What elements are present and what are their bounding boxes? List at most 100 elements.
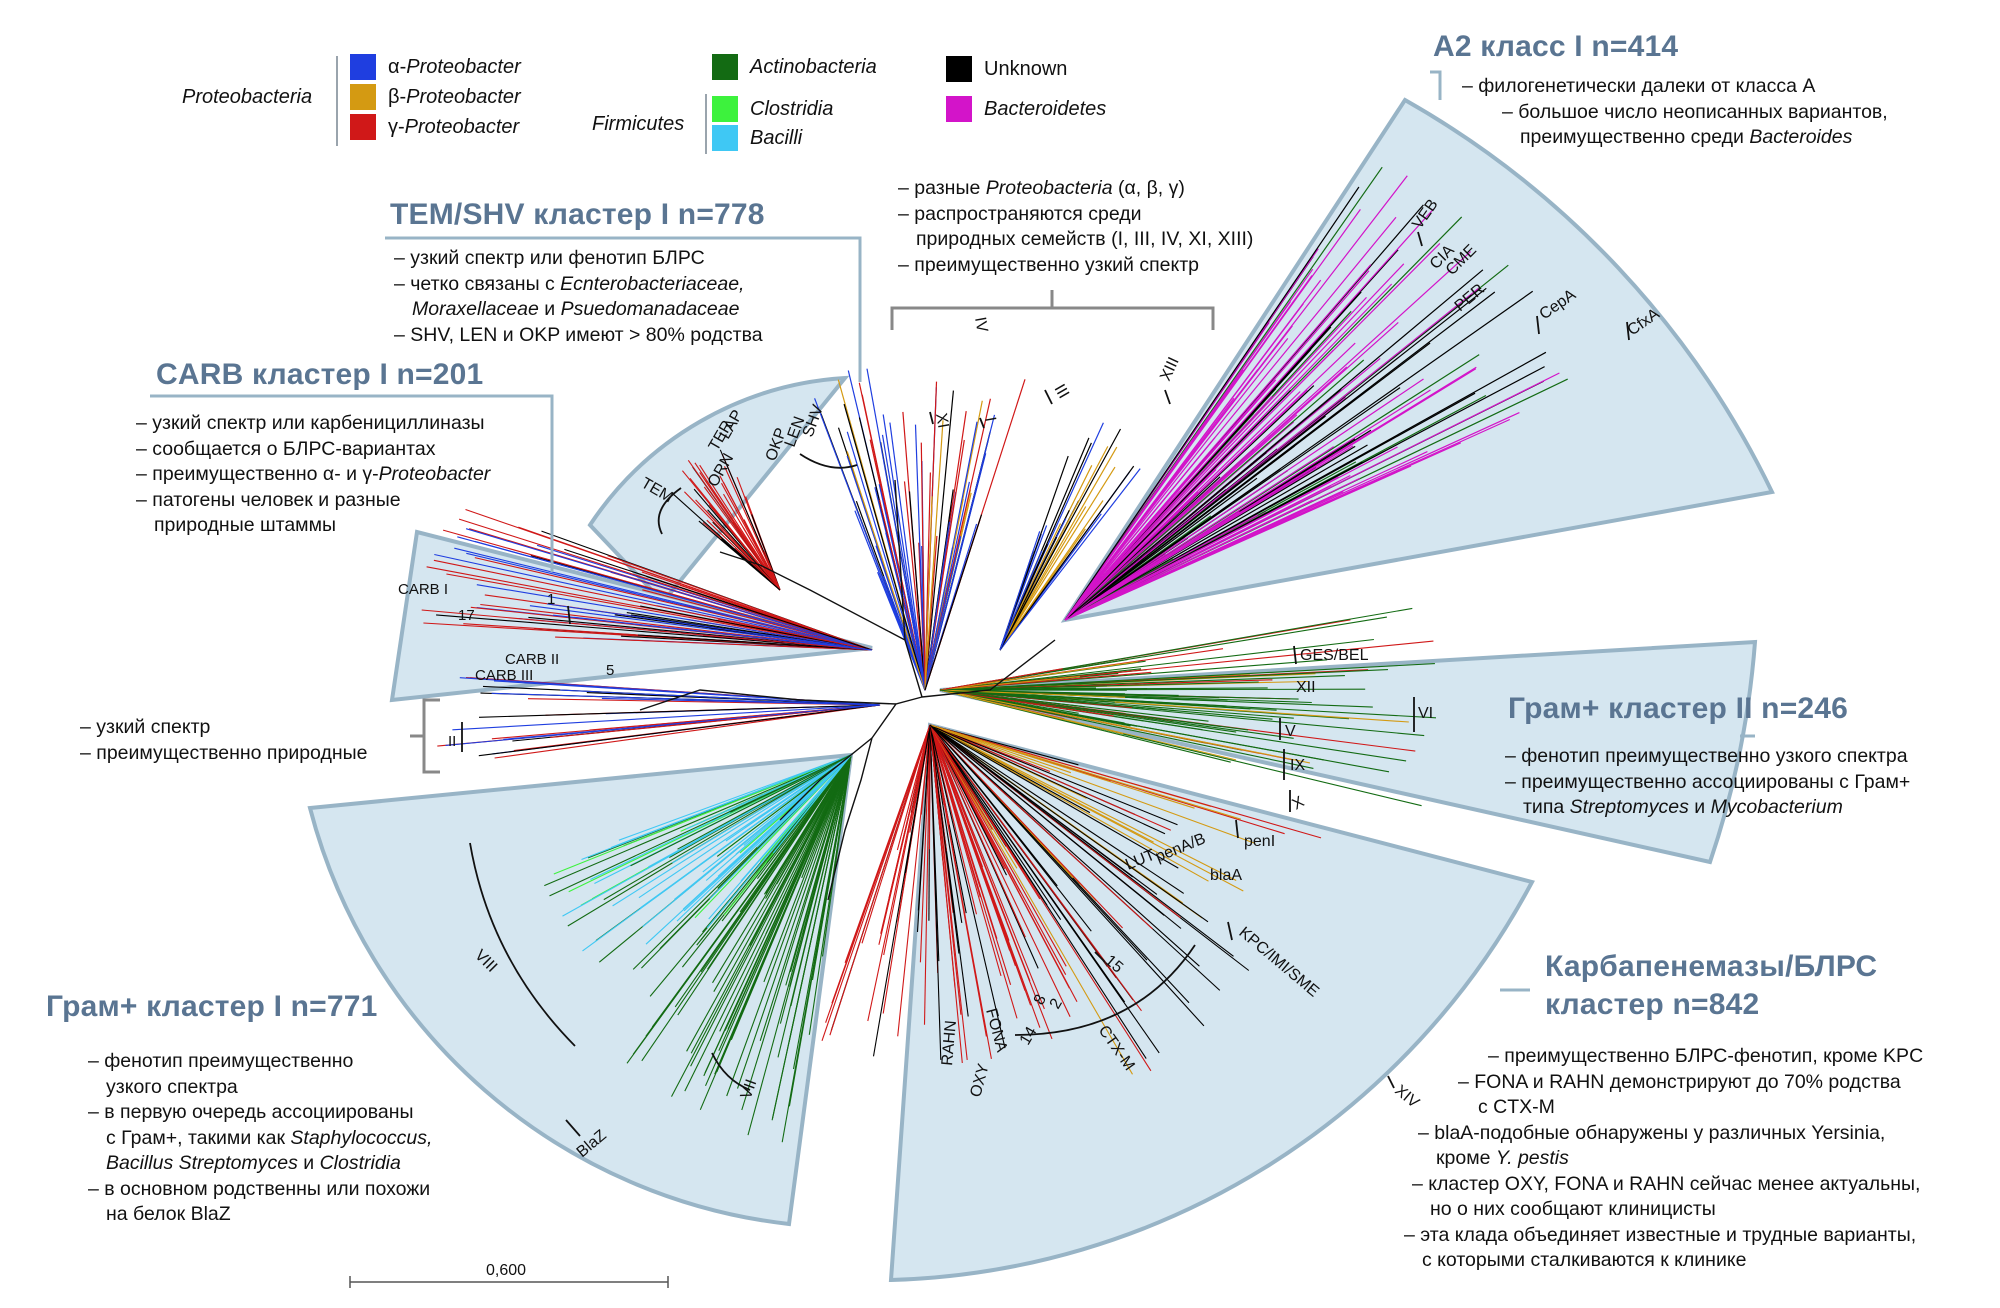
tree-branch (700, 754, 852, 973)
tree-branch (999, 466, 1116, 651)
tree-branch (939, 689, 1114, 717)
legend-bar-proteobacteria (336, 56, 338, 146)
tree-branch (1064, 391, 1301, 621)
tree-branch (466, 552, 873, 651)
tree-branch (929, 724, 1256, 845)
tree-branch (765, 754, 852, 894)
tree-branch (929, 724, 998, 939)
tree-branch (924, 536, 962, 691)
tree-branch (939, 676, 1080, 691)
legend-label-actinobacteria: Actinobacteria (750, 55, 877, 78)
carb-note-3: – преимущественно α- и γ-Proteobacter (136, 463, 491, 485)
tree-branch (1064, 378, 1424, 621)
carbapenem-cluster-title-1: Карбапенемазы/БЛРС (1545, 950, 1878, 983)
tree-branch (529, 605, 873, 651)
tree-branch (676, 754, 852, 922)
tree-branch (939, 689, 1126, 695)
tree-branch (699, 754, 852, 1111)
gram2-cluster-notes: – фенотип преимущественно узкого спектра… (1505, 744, 1910, 821)
tree-branch (939, 685, 1108, 691)
legend-swatch-beta (350, 84, 376, 110)
legend-clostridia: Clostridia (712, 96, 833, 122)
arc-viii (469, 842, 576, 1047)
label-5: 5 (606, 662, 614, 679)
label-1: 1 (547, 591, 555, 608)
tree-branch (929, 724, 1179, 869)
tree-branch (929, 724, 1160, 1054)
tree-branch (929, 724, 1045, 1010)
label-rahn: RAHN (939, 1020, 960, 1067)
tree-branch (1064, 445, 1354, 621)
tree-branch (928, 724, 931, 850)
tree-branch (939, 616, 1387, 691)
mark-15 (1094, 951, 1106, 963)
tree-branch (1064, 388, 1342, 621)
carbapenem-note-2: – FONA и RAHN демонстрируют до 70% родст… (1458, 1070, 1901, 1093)
backbone-tem (719, 551, 906, 641)
carbapenem-cluster-title-2: кластер n=842 (1545, 988, 1760, 1021)
tree-branch (939, 689, 1249, 731)
tree-branch (846, 451, 926, 691)
tree-branch (929, 724, 1322, 839)
legend-label-alpha: α-Proteobacter (388, 55, 521, 78)
carbapenem-note-1: – преимущественно БЛРС-фенотип, кроме KP… (1488, 1045, 1924, 1067)
label-carb-i: CARB I (398, 581, 448, 598)
legend-alpha: α-Proteobacter (350, 54, 521, 80)
tree-branch (646, 575, 873, 651)
tree-branch (478, 704, 881, 757)
a2-note-3: преимущественно среди Bacteroides (1520, 126, 1853, 148)
tree-branch (929, 724, 1071, 1018)
tree-branch (882, 414, 926, 691)
tree-branch (494, 704, 881, 759)
left-small-note-1: – узкий спектр (80, 716, 211, 738)
carb-note-4: – патогены человек и разные (136, 488, 401, 511)
tree-branch (626, 754, 852, 1064)
scale-bar (349, 1276, 669, 1288)
gram2-cluster-title: Грам+ кластер II n=246 (1508, 692, 1849, 725)
tree-branch (939, 663, 1435, 691)
tree-branch (1064, 342, 1356, 621)
arc-ctxm (1014, 944, 1196, 1036)
top-note-2: – распространяются среди (898, 202, 1142, 225)
tree-branch (1064, 359, 1365, 621)
mark-i (979, 417, 985, 429)
tree-branch (1064, 288, 1479, 621)
tree-branch (555, 636, 873, 651)
tree-branch (730, 754, 852, 813)
tree-branch (908, 491, 926, 691)
tem-shv-note-3: Moraxellaceae и Psuedomanadaceae (412, 298, 740, 320)
tree-branch (1064, 369, 1259, 621)
tree-branch (434, 553, 873, 651)
tree-branch (867, 724, 931, 1022)
backbone-right (921, 639, 1056, 698)
tree-branch (829, 724, 931, 1036)
tree-branch (544, 754, 852, 887)
tem-shv-note-1: – узкий спектр или фенотип БЛРС (394, 247, 705, 269)
carb-cluster-title: CARB кластер I n=201 (156, 358, 484, 391)
tree-branch (771, 754, 852, 1121)
gram1-note-7: на белок BlaZ (106, 1203, 231, 1225)
tree-branch (861, 724, 931, 944)
tree-branch (825, 724, 931, 1023)
label-ii: II (448, 733, 456, 750)
carbapenem-note-4: – blaA-подобные обнаружены у различных Y… (1418, 1121, 1886, 1144)
arc-vii (711, 1052, 751, 1091)
tree-branch (929, 724, 1041, 900)
tem-shv-cluster-title: TEM/SHV кластер I n=778 (390, 198, 765, 231)
tree-branch (929, 724, 1142, 1012)
legend-actinobacteria: Actinobacteria (712, 54, 877, 80)
label-ges-bel: GES/BEL (1300, 647, 1369, 664)
mark-xiii (1164, 389, 1171, 405)
tree-branch (639, 754, 852, 909)
top-cluster-notes: – разные Proteobacteria (α, β, γ) – расп… (898, 176, 1253, 278)
label-peni: penI (1244, 833, 1275, 850)
tree-branches (421, 166, 1568, 1143)
gram1-note-6: – в основном родственны или похожи (88, 1177, 431, 1200)
legend-swatch-bacilli (712, 125, 738, 151)
label-i: I (981, 416, 999, 423)
backbone-left (639, 689, 897, 711)
legend-unknown: Unknown (946, 56, 1067, 82)
tree-branch (924, 390, 954, 691)
tree-branch (1064, 275, 1313, 621)
tree-branch (939, 689, 1311, 764)
